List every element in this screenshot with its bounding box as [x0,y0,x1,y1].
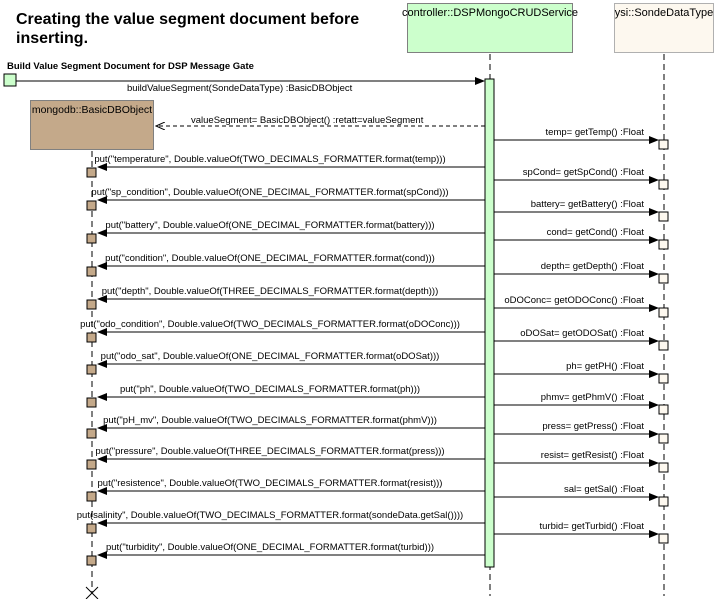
sonde-execution-box [658,373,669,384]
sonde-execution-box [658,307,669,318]
sonde-execution-box [658,533,669,544]
getter-label: oDOSat= getODOSat() :Float [520,328,644,339]
sonde-execution-box [658,462,669,473]
sonde-execution-box [658,139,669,150]
put-label: put("odo_sat", Double.valueOf(ONE_DECIMA… [101,351,440,362]
put-label: put("resistence", Double.valueOf(TWO_DEC… [98,478,443,489]
getter-label: ph= getPH() :Float [566,361,644,372]
sonde-lifeline-head[interactable]: ysi::SondeDataType [614,3,714,53]
dbobject-execution-box [86,555,97,566]
dbobject-execution-box [86,364,97,375]
dbobject-execution-box [86,233,97,244]
put-label: put("condition", Double.valueOf(ONE_DECI… [105,253,435,264]
getter-label: press= getPress() :Float [542,421,644,432]
getter-label: phmv= getPhmV() :Float [541,392,645,403]
put-label: put(salinity", Double.valueOf(TWO_DECIMA… [77,510,463,521]
gate-label: Build Value Segment Document for DSP Mes… [7,61,254,72]
getter-label: spCond= getSpCond() :Float [523,167,645,178]
destroy-marker [85,586,99,599]
getter-label: oDOConc= getODOConc() :Float [504,295,644,306]
sonde-execution-box [658,404,669,415]
getter-label: battery= getBattery() :Float [531,199,645,210]
dbobject-execution-box [86,200,97,211]
getter-label: turbid= getTurbid() :Float [540,521,645,532]
dbobject-execution-box [86,523,97,534]
sonde-execution-box [658,340,669,351]
dbobject-execution-box [86,332,97,343]
put-label: put("pressure", Double.valueOf(THREE_DEC… [95,446,444,457]
sonde-execution-box [658,496,669,507]
getter-label: resist= getResist() :Float [541,450,645,461]
dbobject-execution-box [86,491,97,502]
put-label: put("odo_condition", Double.valueOf(TWO_… [80,319,460,330]
put-label: put("depth", Double.valueOf(THREE_DECIMA… [102,286,439,297]
sonde-execution-box [658,239,669,250]
getter-label: sal= getSal() :Float [564,484,644,495]
controller-activation-bar [484,78,495,568]
message-gate[interactable] [3,73,17,87]
put-label: put("turbidity", Double.valueOf(ONE_DECI… [106,542,434,553]
sonde-execution-box [658,273,669,284]
dbobject-execution-box [86,428,97,439]
put-label: put("ph", Double.valueOf(TWO_DECIMALS_FO… [120,384,420,395]
diagram-title: Creating the value segment document befo… [16,11,360,47]
put-label: put("sp_condition", Double.valueOf(ONE_D… [91,187,448,198]
put-label: put("temperature", Double.valueOf(TWO_DE… [94,154,445,165]
put-messages: put("temperature", Double.valueOf(TWO_DE… [77,154,485,566]
dbobject-execution-box [86,397,97,408]
dbobject-execution-box [86,266,97,277]
return-label: valueSegment= BasicDBObject() :retatt=va… [191,115,424,126]
dbobject-execution-box [86,167,97,178]
dbobject-execution-box [86,459,97,470]
getter-label: cond= getCond() :Float [547,227,645,238]
getter-messages: temp= getTemp() :Float spCond= getSpCond(… [494,127,669,544]
controller-lifeline-head[interactable]: controller::DSPMongoCRUDService [402,3,578,53]
sonde-execution-box [658,179,669,190]
dbobject-lifeline-head[interactable]: mongodb::BasicDBObject [30,100,154,150]
getter-label: temp= getTemp() :Float [546,127,645,138]
put-label: put("pH_mv", Double.valueOf(TWO_DECIMALS… [103,415,437,426]
getter-label: depth= getDepth() :Float [541,261,645,272]
build-call-label: buildValueSegment(SondeDataType) :BasicD… [127,83,353,94]
sonde-execution-box [658,211,669,222]
dbobject-execution-box [86,299,97,310]
sonde-execution-box [658,433,669,444]
put-label: put("battery", Double.valueOf(ONE_DECIMA… [105,220,434,231]
